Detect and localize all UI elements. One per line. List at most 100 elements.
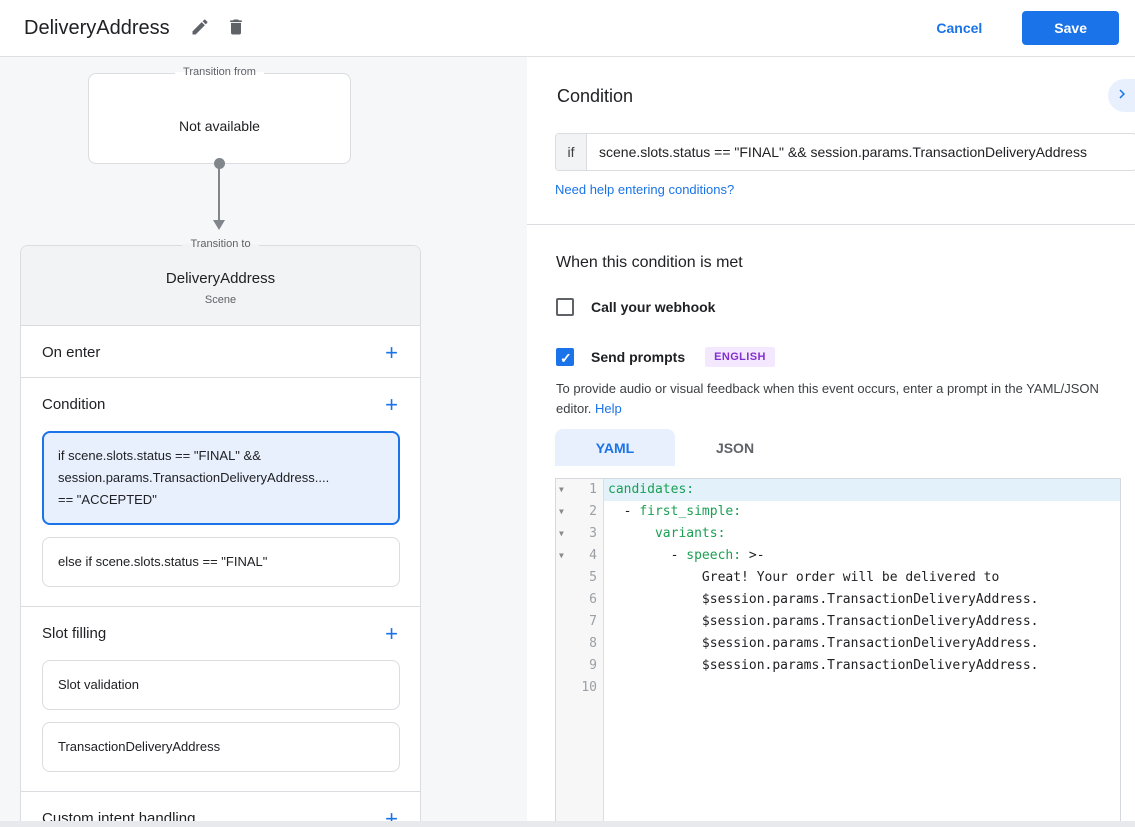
gutter-line: 7 [556,611,603,633]
scene-card-header[interactable]: Transition to DeliveryAddress Scene [21,238,420,326]
gutter-line: 10 [556,677,603,699]
condition-panel-title: Condition [557,86,634,106]
line-number: 9 [589,658,597,673]
call-webhook-row[interactable]: Call your webhook [556,298,715,316]
connector-dot [214,158,225,169]
slot-filling-chip[interactable]: TransactionDeliveryAddress [42,722,400,772]
yaml-plain-token: $session.params.TransactionDeliveryAddre… [608,592,1039,607]
yaml-plain-token: Great! Your order will be delivered to [608,570,1000,585]
condition-chip[interactable]: if scene.slots.status == "FINAL" && sess… [42,431,400,525]
page-title: DeliveryAddress [24,16,170,39]
line-number: 3 [589,526,597,541]
line-number: 1 [589,482,597,497]
call-webhook-label: Call your webhook [591,299,716,315]
section-head-condition: Condition + [21,378,420,429]
save-button[interactable]: Save [1022,11,1119,45]
send-prompts-label: Send prompts [591,349,686,365]
code-line[interactable]: variants: [604,523,1120,545]
yaml-plain-token: $session.params.TransactionDeliveryAddre… [608,658,1039,673]
gutter-line: 6 [556,589,603,611]
code-line[interactable]: Great! Your order will be delivered to [604,567,1120,589]
horizontal-scrollbar[interactable] [0,821,1135,827]
call-webhook-checkbox[interactable] [556,298,574,316]
yaml-key-token: candidates: [608,482,695,497]
language-badge: ENGLISH [705,347,775,367]
tab-yaml[interactable]: YAML [555,429,675,466]
delete-scene-button[interactable] [218,10,254,46]
when-condition-met-title: When this condition is met [556,254,743,271]
yaml-plain-token: - [608,504,640,519]
section-label: Condition [42,396,106,413]
code-line[interactable]: $session.params.TransactionDeliveryAddre… [604,589,1120,611]
code-line[interactable] [604,677,1120,699]
gutter-line: 8 [556,633,603,655]
editor-format-tabs: YAML JSON [555,429,795,466]
code-fold-arrow-icon[interactable]: ▼ [559,529,564,538]
add-condition-button[interactable]: + [385,391,398,417]
section-head-on-enter: On enter + [21,326,420,377]
yaml-plain-token: >- [741,548,765,563]
code-line[interactable]: candidates: [604,479,1120,501]
line-number: 4 [589,548,597,563]
line-number: 2 [589,504,597,519]
section-head-slot-filling: Slot filling + [21,607,420,658]
section-label: On enter [42,344,101,361]
editor-code-area[interactable]: candidates: - first_simple: variants: - … [604,479,1120,821]
cancel-button[interactable]: Cancel [912,12,1006,44]
section-label: Slot filling [42,625,107,642]
transition-from-legend: Transition from [89,66,350,78]
yaml-plain-token: $session.params.TransactionDeliveryAddre… [608,636,1039,651]
scene-type-label: Scene [204,294,237,306]
scene-section-condition: Condition + if scene.slots.status == "FINA… [21,378,420,607]
code-line[interactable]: $session.params.TransactionDeliveryAddre… [604,633,1120,655]
chevron-right-icon [1113,85,1131,106]
send-prompts-checkbox[interactable] [556,348,574,367]
top-bar: DeliveryAddress Cancel Save [0,0,1135,57]
condition-help-link[interactable]: Need help entering conditions? [555,182,735,197]
trash-icon [226,17,246,40]
scene-graph-panel: Transition from Not available Transition… [0,57,527,827]
code-fold-arrow-icon[interactable]: ▼ [559,507,564,516]
transition-to-card: Transition to DeliveryAddress Scene On e… [20,238,421,827]
code-line[interactable]: $session.params.TransactionDeliveryAddre… [604,655,1120,677]
yaml-key-token: speech: [686,548,742,563]
condition-expression-input[interactable]: scene.slots.status == "FINAL" && session… [599,144,1087,160]
tab-json[interactable]: JSON [715,439,755,456]
gutter-line: 9 [556,655,603,677]
yaml-plain-token: - [608,548,687,563]
line-number: 5 [589,570,597,585]
transition-from-box: Transition from Not available [88,66,351,164]
code-line[interactable]: - first_simple: [604,501,1120,523]
transition-from-value: Not available [179,118,260,134]
section-divider [527,224,1135,225]
code-line[interactable]: $session.params.TransactionDeliveryAddre… [604,611,1120,633]
connector-arrowhead-icon [213,220,225,230]
add-on-enter-button[interactable]: + [385,339,398,365]
condition-if-row: if scene.slots.status == "FINAL" && sess… [555,133,1135,171]
prompt-description-text: To provide audio or visual feedback when… [556,381,1099,416]
scene-section-on-enter: On enter + [21,326,420,378]
line-number: 10 [581,680,597,695]
slot-filling-chip[interactable]: Slot validation [42,660,400,710]
condition-editor-panel: Condition if scene.slots.status == "FINA… [527,57,1135,827]
code-fold-arrow-icon[interactable]: ▼ [559,485,564,494]
if-prefix-label: if [556,134,587,170]
line-number: 6 [589,592,597,607]
scene-card-sections: On enter + Condition + if scene.slots.status… [21,326,420,827]
pencil-icon [190,17,210,40]
gutter-line: 5 [556,567,603,589]
help-link[interactable]: Help [595,401,622,416]
send-prompts-row[interactable]: Send prompts ENGLISH [556,347,775,367]
yaml-plain-token [608,526,655,541]
edit-title-button[interactable] [182,10,218,46]
add-slot-filling-button[interactable]: + [385,620,398,646]
condition-chip[interactable]: else if scene.slots.status == "FINAL" [42,537,400,587]
gutter-line: ▼2 [556,501,603,523]
code-line[interactable]: - speech: >- [604,545,1120,567]
code-fold-arrow-icon[interactable]: ▼ [559,551,564,560]
gutter-line: ▼3 [556,523,603,545]
collapse-panel-button[interactable] [1108,79,1135,112]
gutter-line: ▼4 [556,545,603,567]
